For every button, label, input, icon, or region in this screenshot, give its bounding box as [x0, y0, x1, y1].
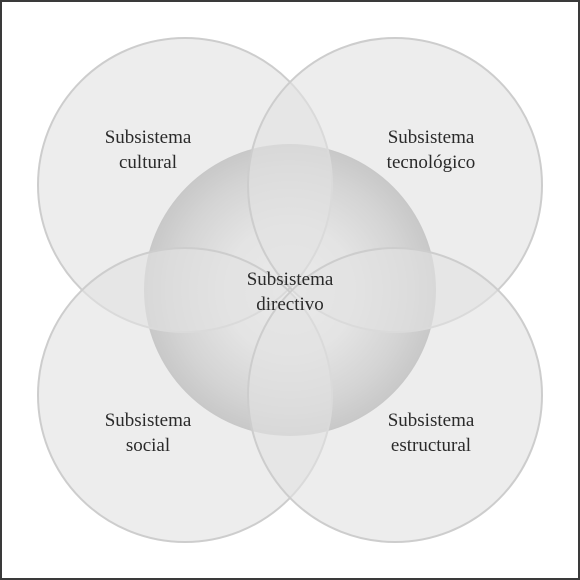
label-tecnologico-line2: tecnológico [387, 152, 476, 173]
label-estructural-line1: Subsistema [388, 410, 475, 431]
label-directivo-line1: Subsistema [247, 269, 334, 290]
label-social-line1: Subsistema [105, 410, 192, 431]
label-directivo-line2: directivo [256, 294, 324, 315]
circle-estructural [247, 247, 543, 543]
label-cultural-line1: Subsistema [105, 127, 192, 148]
label-estructural-line2: estructural [391, 435, 471, 456]
label-cultural-line2: cultural [119, 152, 177, 173]
label-social-line2: social [126, 435, 170, 456]
label-tecnologico-line1: Subsistema [388, 127, 475, 148]
